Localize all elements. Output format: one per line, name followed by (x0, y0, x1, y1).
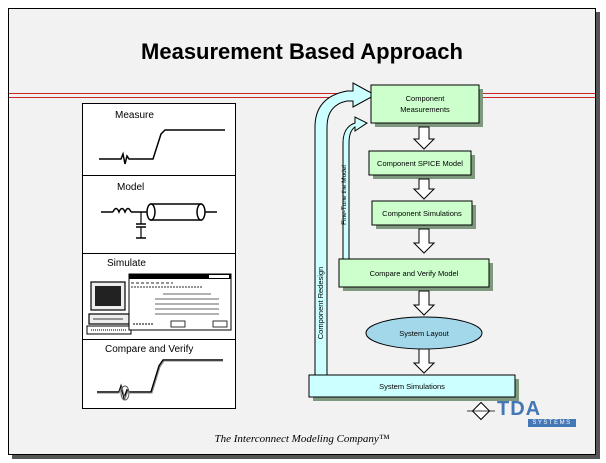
panel-model: Model (82, 175, 236, 255)
tda-chip-icon (467, 401, 495, 421)
down-arrow-5 (412, 348, 436, 374)
down-arrow-1 (412, 126, 436, 150)
system-simulations-label: System Simulations (379, 382, 445, 391)
panel-simulate: Simulate (82, 253, 236, 341)
panel-label-compare: Compare and Verify (105, 344, 194, 355)
flow-diagram: Component Redesign Fine-Tune the Model C… (308, 82, 519, 421)
redesign-arrow (314, 82, 377, 387)
panel-label-measure: Measure (115, 110, 154, 121)
simulator-window-icon (128, 273, 232, 331)
panel-compare: Compare and Verify (82, 339, 236, 409)
compare-waveform-icon (97, 359, 223, 401)
slide: Measurement Based Approach Measure Model… (8, 8, 596, 455)
simulations-box (371, 200, 473, 226)
slide-title: Measurement Based Approach (141, 39, 463, 64)
simulations-label: Component Simulations (382, 209, 462, 218)
spice-model-label: Component SPICE Model (377, 159, 463, 168)
redesign-label: Component Redesign (316, 267, 325, 340)
down-arrow-3 (412, 228, 436, 254)
compare-verify-label: Compare and Verify Model (370, 269, 459, 278)
system-layout-label: System Layout (399, 329, 450, 338)
fine-tune-label: Fine-Tune the Model (341, 165, 348, 225)
spice-model-box (368, 150, 472, 176)
panel-measure: Measure (82, 103, 236, 177)
measurements-label-line1: Component (406, 94, 446, 103)
transmission-line-model-icon (101, 203, 217, 239)
measurements-box (370, 84, 480, 124)
title-rule-bottom (9, 97, 595, 98)
panel-label-simulate: Simulate (107, 258, 146, 269)
measurements-label-line2: Measurements (400, 105, 450, 114)
fine-tune-arrow (342, 116, 368, 266)
down-arrow-2 (412, 178, 436, 200)
title-rule-top (9, 93, 595, 94)
tda-logo-text: TDA (497, 398, 542, 420)
tda-logo-subtext: SYSTEMS (528, 419, 576, 427)
measure-waveform-icon (99, 129, 225, 165)
computer-icon (86, 281, 132, 335)
company-tagline: The Interconnect Modeling Company™ (214, 433, 390, 445)
panel-label-model: Model (117, 182, 145, 193)
compare-verify-box (338, 258, 490, 288)
system-simulations-box (308, 374, 516, 398)
down-arrow-4 (412, 290, 436, 316)
